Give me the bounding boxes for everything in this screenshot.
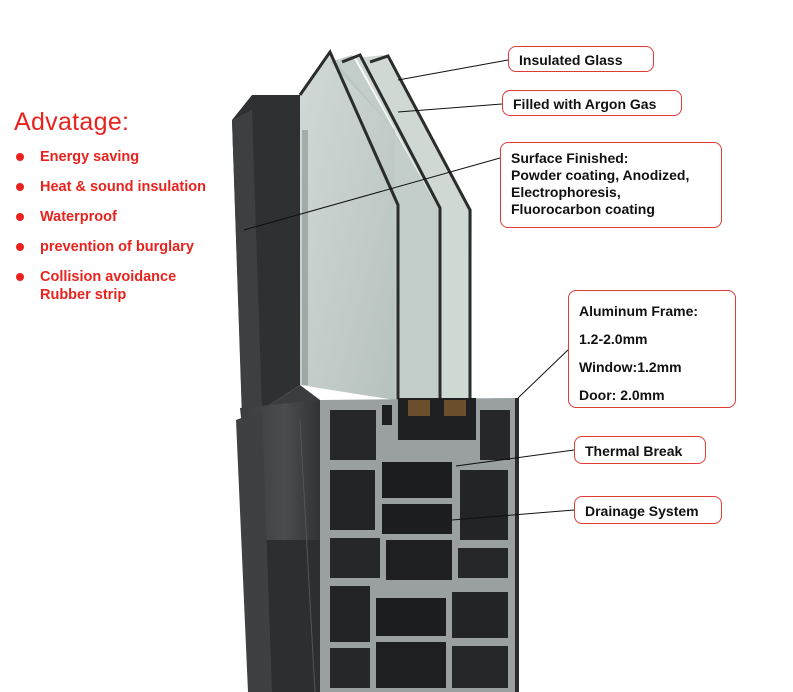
- leader-insulated-glass: [397, 59, 509, 81]
- callout-insulated-glass: Insulated Glass: [508, 46, 654, 72]
- callout-aluminum-frame: Aluminum Frame: 1.2-2.0mm Window:1.2mm D…: [568, 290, 736, 408]
- insulated-glass-panes: [298, 48, 472, 402]
- bullet-icon: [16, 243, 24, 251]
- callout-drainage-system: Drainage System: [574, 496, 722, 524]
- leader-thermal-break: [455, 449, 575, 467]
- leader-lines: [243, 59, 575, 521]
- bullet-icon: [16, 183, 24, 191]
- advantage-item: Collision avoidance Rubber strip: [14, 268, 206, 304]
- callout-argon-gas: Filled with Argon Gas: [502, 90, 682, 116]
- leader-argon-gas: [397, 103, 503, 113]
- advantage-item: Waterproof: [14, 208, 206, 226]
- advantages-title: Advatage:: [14, 108, 130, 136]
- callout-surface-finished: Surface Finished: Powder coating, Anodiz…: [500, 142, 722, 228]
- advantages-list: Energy saving Heat & sound insulation Wa…: [14, 148, 206, 304]
- frame-side: [232, 95, 330, 692]
- callout-thermal-break: Thermal Break: [574, 436, 706, 464]
- leader-surface: [243, 157, 501, 231]
- advantage-item: Energy saving: [14, 148, 206, 166]
- bullet-icon: [16, 213, 24, 221]
- advantage-item: prevention of burglary: [14, 238, 206, 256]
- advantage-item: Heat & sound insulation: [14, 178, 206, 196]
- profile-cross-section: [320, 398, 519, 692]
- bullet-icon: [16, 273, 24, 281]
- leader-drainage: [451, 509, 575, 521]
- surface-title: Surface Finished:: [511, 150, 629, 166]
- leader-aluminum: [517, 347, 571, 399]
- aluminum-title: Aluminum Frame:: [579, 303, 699, 319]
- bullet-icon: [16, 153, 24, 161]
